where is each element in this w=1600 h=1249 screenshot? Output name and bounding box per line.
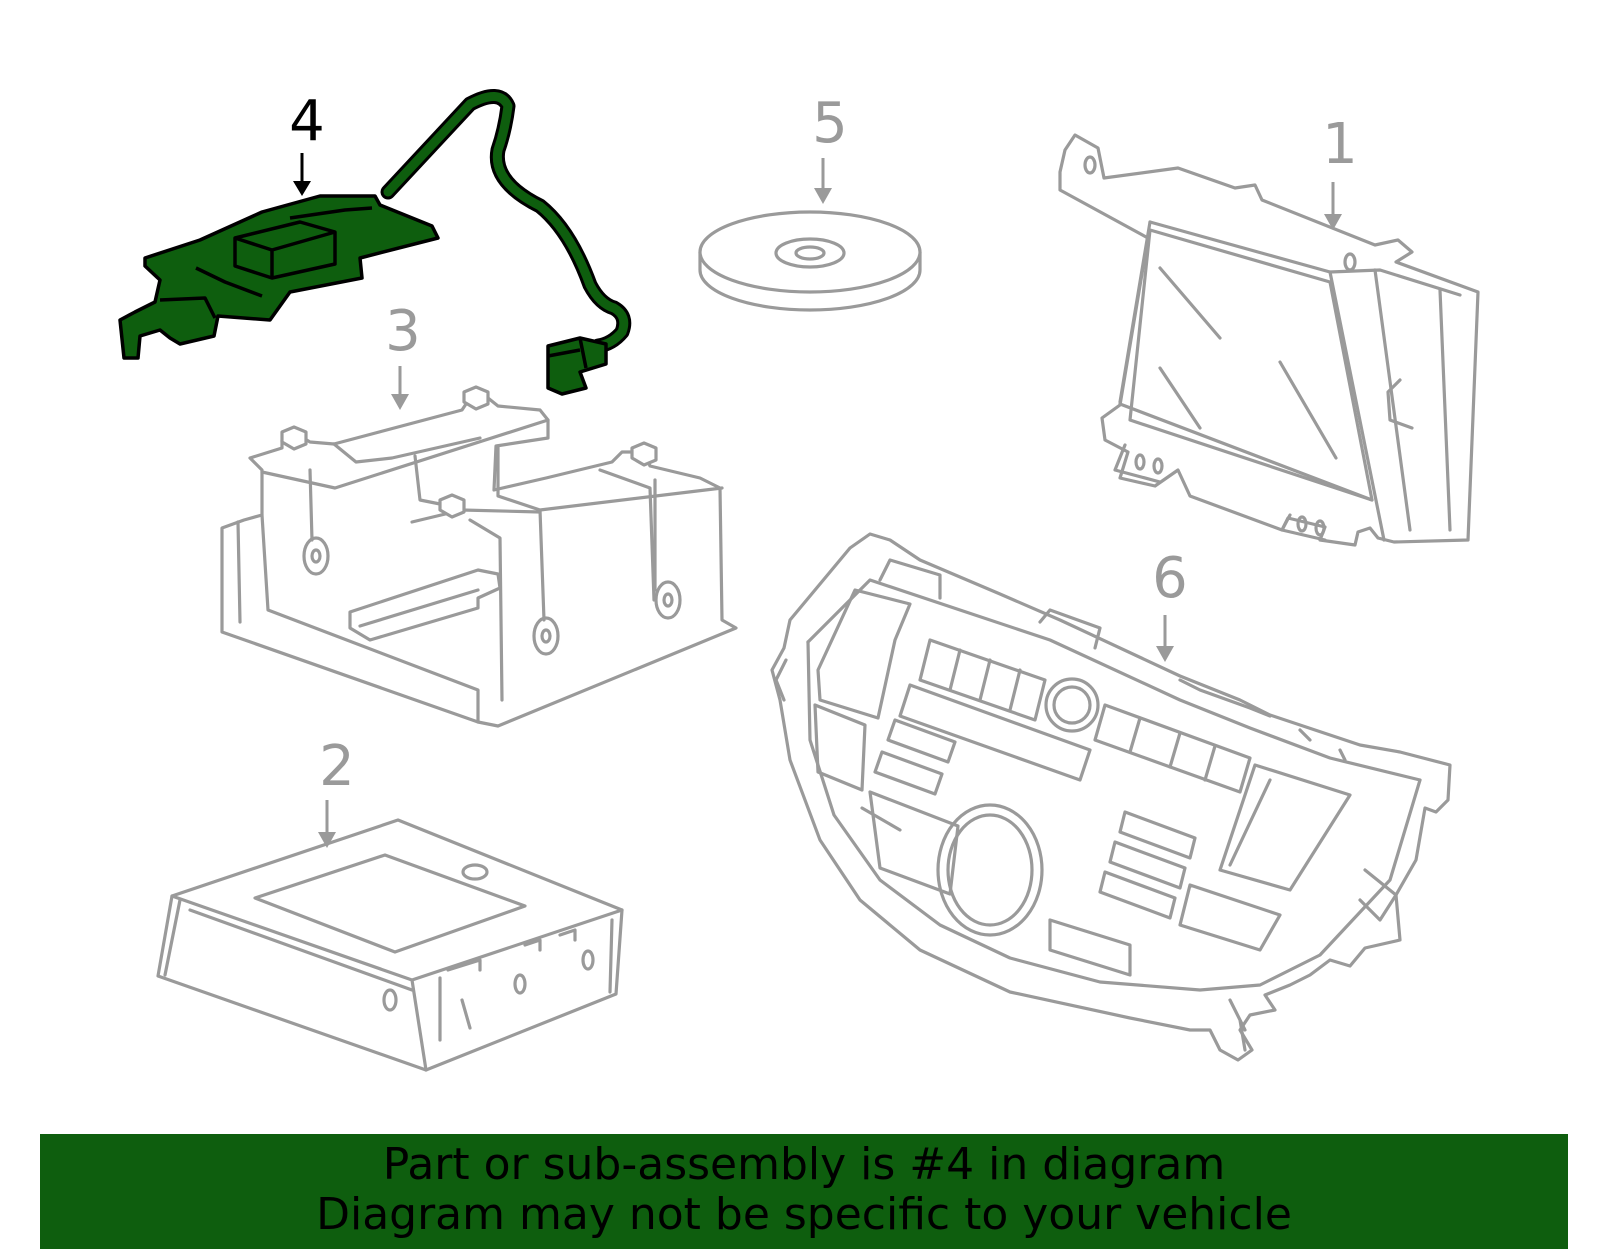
part-3-bracket[interactable] xyxy=(220,385,738,728)
callout-2-label: 2 xyxy=(319,734,355,799)
callout-6-label: 6 xyxy=(1152,546,1188,611)
callout-1-label: 1 xyxy=(1322,112,1358,177)
part-4-antenna-module[interactable] xyxy=(118,89,632,396)
part-5-disc[interactable] xyxy=(698,210,922,312)
part-2-nav-unit[interactable] xyxy=(156,818,624,1072)
callout-3-label: 3 xyxy=(385,299,421,364)
part-4-connector xyxy=(546,336,608,396)
callout-6: 6 xyxy=(1152,546,1188,662)
part-6-control-panel[interactable] xyxy=(770,532,1452,1062)
banner-line-1: Part or sub-assembly is #4 in diagram xyxy=(382,1139,1226,1190)
callout-4: 4 xyxy=(289,89,325,196)
callout-5: 5 xyxy=(812,91,848,204)
info-banner: Part or sub-assembly is #4 in diagram Di… xyxy=(40,1134,1568,1249)
callout-2: 2 xyxy=(318,734,355,848)
callout-1: 1 xyxy=(1322,112,1358,230)
banner-line-2: Diagram may not be specific to your vehi… xyxy=(316,1189,1292,1240)
callout-5-label: 5 xyxy=(812,91,848,156)
part-1-display[interactable] xyxy=(1058,133,1480,547)
callout-4-label: 4 xyxy=(289,89,325,154)
callout-3: 3 xyxy=(385,299,421,410)
